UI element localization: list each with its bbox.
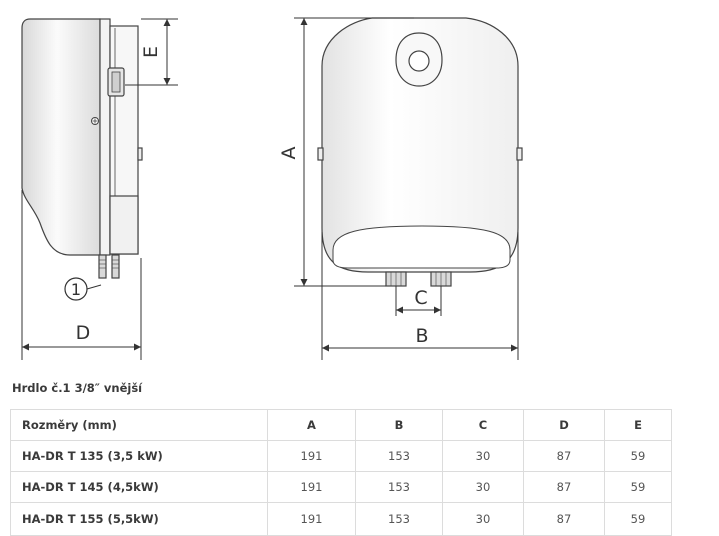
cell-e: 59 bbox=[604, 440, 672, 472]
side-view-body bbox=[21, 18, 101, 256]
front-view-lower-panel bbox=[332, 225, 511, 269]
dimension-d bbox=[21, 190, 142, 360]
callout-number: 1 bbox=[71, 280, 81, 299]
cell-c: 30 bbox=[442, 502, 524, 536]
thread-caption: Hrdlo č.1 3/8″ vnější bbox=[12, 381, 143, 395]
side-view bbox=[21, 18, 143, 279]
technical-drawing: 1 E D bbox=[21, 17, 523, 360]
dimension-b bbox=[321, 232, 519, 360]
table-row: HA-DR T 135 (3,5 kW) 191 153 30 87 59 bbox=[10, 440, 672, 472]
cell-b: 153 bbox=[355, 471, 443, 503]
dimension-a bbox=[294, 17, 414, 287]
dimension-label-d: D bbox=[76, 322, 91, 344]
dimensions-table: Rozměry (mm) A B C D E HA-DR T 135 (3,5 … bbox=[10, 409, 672, 536]
cell-d: 87 bbox=[523, 502, 605, 536]
cell-c: 30 bbox=[442, 471, 524, 503]
header-dimensions: Rozměry (mm) bbox=[10, 409, 268, 441]
cell-e: 59 bbox=[604, 502, 672, 536]
side-view-wall-plate bbox=[99, 18, 111, 256]
cell-d: 87 bbox=[523, 440, 605, 472]
dimension-label-b: B bbox=[415, 325, 428, 347]
side-view-side-tab bbox=[137, 147, 143, 161]
dimension-label-a: A bbox=[278, 147, 300, 160]
front-view bbox=[317, 17, 523, 287]
dimension-c bbox=[395, 286, 442, 316]
cell-c: 30 bbox=[442, 440, 524, 472]
header-a: A bbox=[267, 409, 356, 441]
header-c: C bbox=[442, 409, 524, 441]
cell-a: 191 bbox=[267, 440, 356, 472]
front-view-side-tab-left bbox=[317, 147, 324, 161]
row-model: HA-DR T 145 (4,5kW) bbox=[10, 471, 268, 503]
table-row: HA-DR T 155 (5,5kW) 191 153 30 87 59 bbox=[10, 502, 672, 536]
row-model: HA-DR T 135 (3,5 kW) bbox=[10, 440, 268, 472]
side-view-pipes bbox=[98, 254, 120, 279]
cell-b: 153 bbox=[355, 440, 443, 472]
header-d: D bbox=[523, 409, 605, 441]
front-view-side-tab-right bbox=[516, 147, 523, 161]
side-view-lower-block bbox=[109, 195, 139, 255]
cell-e: 59 bbox=[604, 471, 672, 503]
front-view-knob-icon bbox=[408, 50, 430, 72]
dimension-label-e: E bbox=[140, 46, 162, 58]
header-e: E bbox=[604, 409, 672, 441]
cell-a: 191 bbox=[267, 471, 356, 503]
row-model: HA-DR T 155 (5,5kW) bbox=[10, 502, 268, 536]
table-header-row: Rozměry (mm) A B C D E bbox=[10, 409, 672, 441]
front-view-pipes bbox=[385, 271, 452, 287]
header-b: B bbox=[355, 409, 443, 441]
dimension-e bbox=[125, 18, 178, 86]
cell-d: 87 bbox=[523, 471, 605, 503]
callout-1: 1 bbox=[64, 277, 102, 301]
cell-b: 153 bbox=[355, 502, 443, 536]
dimension-label-c: C bbox=[414, 287, 427, 309]
table-row: HA-DR T 145 (4,5kW) 191 153 30 87 59 bbox=[10, 471, 672, 503]
